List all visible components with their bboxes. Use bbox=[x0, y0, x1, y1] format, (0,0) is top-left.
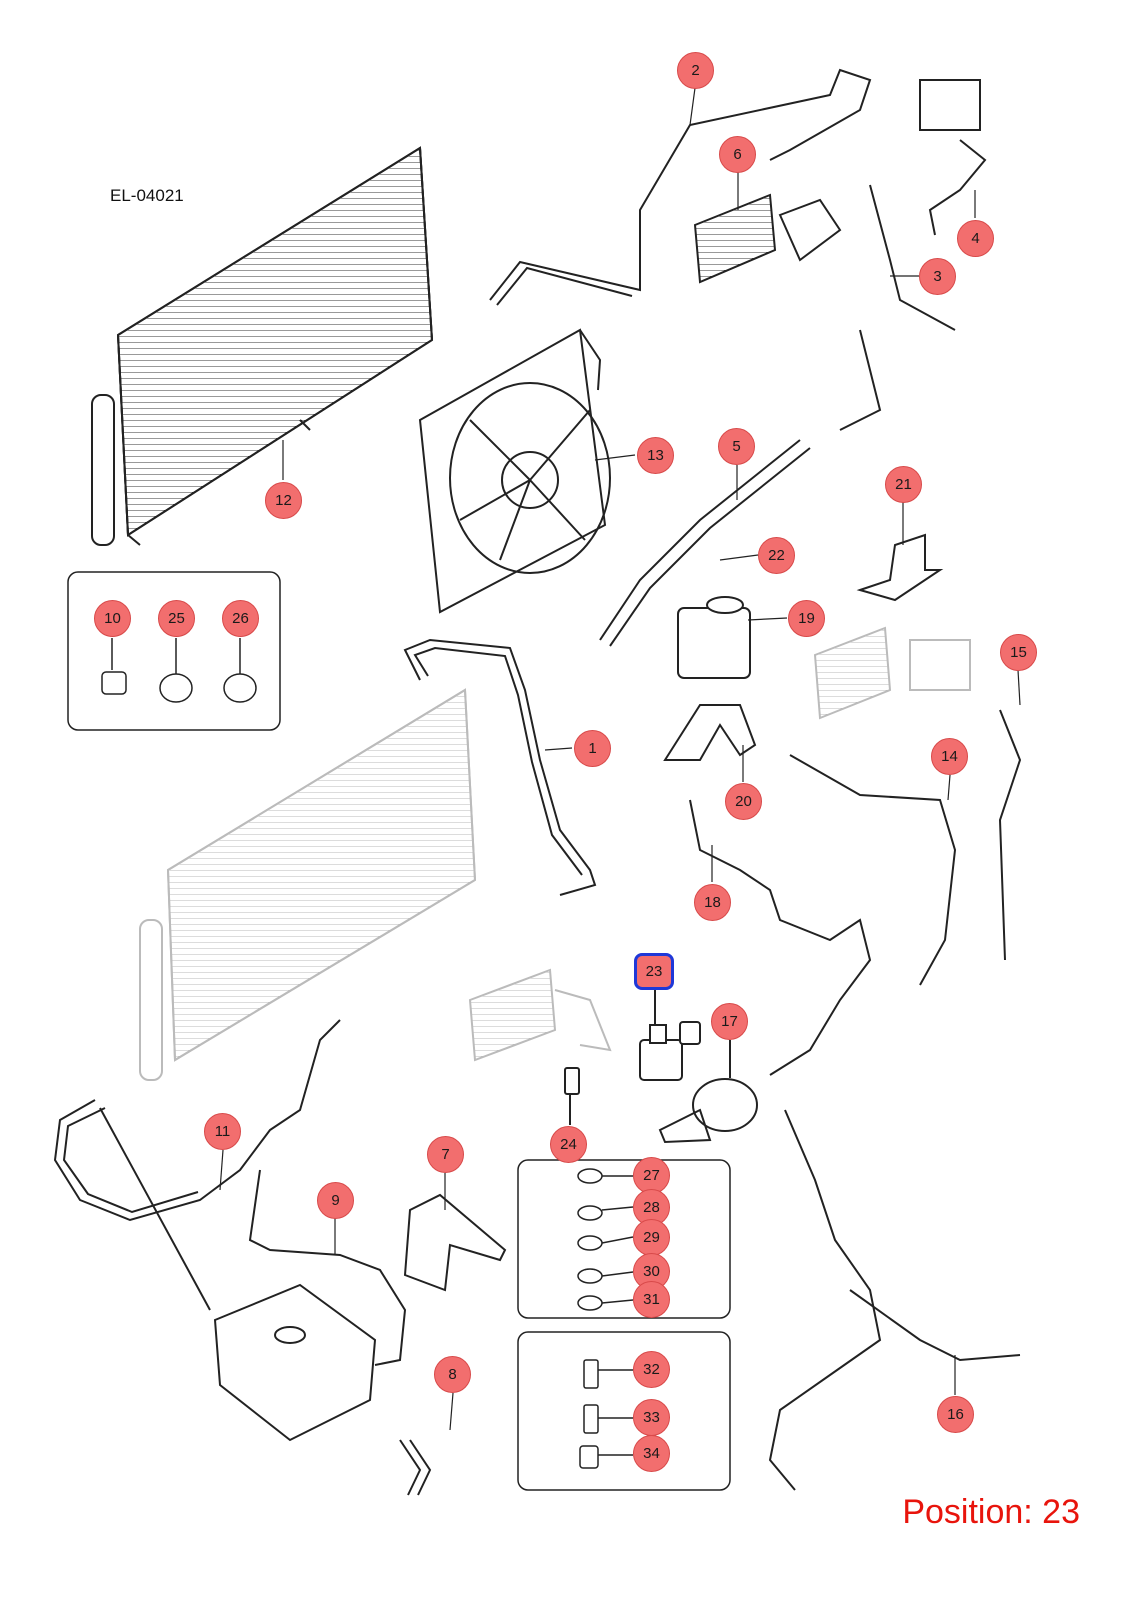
drawing-code: EL-04021 bbox=[110, 186, 184, 205]
callout-33[interactable]: 33 bbox=[633, 1399, 670, 1436]
callout-21[interactable]: 21 bbox=[885, 466, 922, 503]
callout-22[interactable]: 22 bbox=[758, 537, 795, 574]
condenser-top bbox=[91, 146, 434, 546]
hoses-right bbox=[689, 709, 1022, 1491]
callout-1[interactable]: 1 bbox=[574, 730, 611, 767]
callout-8[interactable]: 8 bbox=[434, 1356, 471, 1393]
pipe-1 bbox=[403, 638, 597, 896]
callout-6[interactable]: 6 bbox=[719, 136, 756, 173]
heat-exchanger-ghost bbox=[468, 626, 971, 1062]
fan-shroud bbox=[418, 328, 611, 614]
heat-exchanger-top bbox=[693, 79, 987, 431]
callout-19[interactable]: 19 bbox=[788, 600, 825, 637]
expansion-tank bbox=[663, 596, 757, 761]
compressor bbox=[213, 1169, 507, 1496]
callout-16[interactable]: 16 bbox=[937, 1396, 974, 1433]
position-indicator: Position: 23 bbox=[902, 1493, 1080, 1531]
callout-12[interactable]: 12 bbox=[265, 482, 302, 519]
callout-17[interactable]: 17 bbox=[711, 1003, 748, 1040]
small-parts-box bbox=[67, 571, 281, 731]
callout-24[interactable]: 24 bbox=[550, 1126, 587, 1163]
sensor-box bbox=[517, 1331, 731, 1491]
callout-3[interactable]: 3 bbox=[919, 258, 956, 295]
sensor-23-part bbox=[639, 988, 701, 1081]
o-ring-box bbox=[517, 1159, 731, 1319]
callout-34[interactable]: 34 bbox=[633, 1435, 670, 1472]
callout-20[interactable]: 20 bbox=[725, 783, 762, 820]
condenser-lower-ghost bbox=[139, 688, 477, 1081]
pipe-top bbox=[489, 68, 872, 306]
callout-2[interactable]: 2 bbox=[677, 52, 714, 89]
callout-10[interactable]: 10 bbox=[94, 600, 131, 637]
callout-26[interactable]: 26 bbox=[222, 600, 259, 637]
callout-25[interactable]: 25 bbox=[158, 600, 195, 637]
callout-4[interactable]: 4 bbox=[957, 220, 994, 257]
callout-15[interactable]: 15 bbox=[1000, 634, 1037, 671]
callout-5[interactable]: 5 bbox=[718, 428, 755, 465]
callout-18[interactable]: 18 bbox=[694, 884, 731, 921]
callout-14[interactable]: 14 bbox=[931, 738, 968, 775]
callout-13[interactable]: 13 bbox=[637, 437, 674, 474]
callout-31[interactable]: 31 bbox=[633, 1281, 670, 1318]
sensor-24-part bbox=[564, 1067, 580, 1125]
callout-11[interactable]: 11 bbox=[204, 1113, 241, 1150]
bracket-21 bbox=[856, 533, 944, 602]
pump-17 bbox=[658, 1040, 758, 1144]
leader-lines bbox=[219, 87, 1021, 1431]
callout-29[interactable]: 29 bbox=[633, 1219, 670, 1256]
callout-32[interactable]: 32 bbox=[633, 1351, 670, 1388]
callout-7[interactable]: 7 bbox=[427, 1136, 464, 1173]
callout-23[interactable]: 23 bbox=[634, 953, 674, 990]
hose-5 bbox=[599, 439, 811, 647]
hose-11 bbox=[53, 1019, 341, 1311]
callout-9[interactable]: 9 bbox=[317, 1182, 354, 1219]
